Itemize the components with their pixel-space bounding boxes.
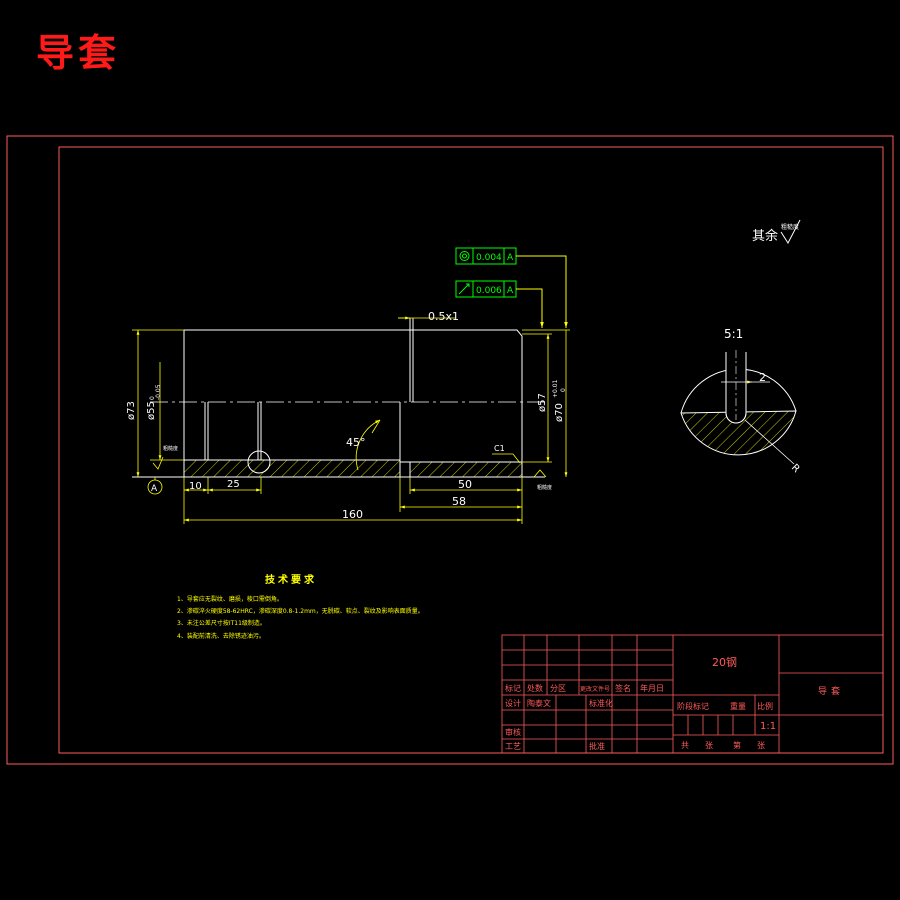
detail-marker-circle [247, 450, 271, 474]
tolerance-frame-2: 0.006 A [455, 280, 544, 328]
svg-text:签名: 签名 [615, 683, 631, 693]
part-name-label: 导套 [818, 685, 844, 697]
runout-arrow-icon [458, 283, 470, 295]
svg-text:标记: 标记 [505, 683, 521, 693]
svg-text:批准: 批准 [589, 741, 605, 751]
svg-text:ø55: ø55 [146, 401, 157, 420]
svg-text:处数: 处数 [527, 683, 543, 693]
outer-frame [6, 135, 894, 765]
svg-text:标准化: 标准化 [589, 698, 613, 708]
svg-text:-0.05: -0.05 [155, 384, 162, 400]
svg-text:1、导套应无裂纹、磨损，棱口需倒角。: 1、导套应无裂纹、磨损，棱口需倒角。 [177, 595, 283, 603]
svg-text:第: 第 [733, 740, 741, 750]
roughness-symbol-text: 粗糙度 [781, 223, 799, 231]
svg-text:58: 58 [452, 495, 466, 508]
svg-text:粗糙度: 粗糙度 [163, 445, 178, 452]
roughness-note: 其余 粗糙度 [752, 219, 801, 244]
svg-text:张: 张 [757, 741, 765, 750]
dimensions [132, 316, 570, 524]
svg-text:ø73: ø73 [126, 401, 137, 420]
svg-text:更改文件号: 更改文件号 [580, 685, 610, 693]
material-label: 20钢 [712, 656, 737, 669]
detail-radius: R [789, 462, 802, 475]
inner-frame [58, 146, 884, 754]
svg-text:25: 25 [227, 479, 240, 490]
part-section-view [132, 318, 545, 478]
svg-text:审核: 审核 [505, 727, 521, 737]
svg-text:阶段标记: 阶段标记 [677, 701, 709, 711]
svg-text:设计: 设计 [505, 698, 521, 708]
svg-text:工艺: 工艺 [505, 742, 521, 751]
tech-requirements: 技术要求 1、导套应无裂纹、磨损，棱口需倒角。 2、渗碳淬火硬度58-62HRC… [177, 573, 424, 640]
circularity-icon [459, 251, 470, 261]
tolerance-frame-1: 0.004 A [455, 247, 568, 328]
svg-text:50: 50 [458, 478, 472, 491]
svg-text:粗糙度: 粗糙度 [537, 484, 552, 491]
svg-text:重量: 重量 [730, 701, 746, 711]
scale-label: 1:1 [760, 721, 776, 732]
svg-text:陶泰文: 陶泰文 [527, 698, 551, 708]
svg-text:0: 0 [560, 388, 567, 392]
svg-text:0.006: 0.006 [476, 286, 502, 296]
detail-view: 5:1 2 R [680, 327, 802, 475]
detail-scale: 5:1 [724, 327, 743, 341]
dimension-texts: 0.5x1 45° C1 ø73 ø55 0 -0.05 ø57 ø70 +0.… [126, 310, 567, 521]
svg-text:ø70: ø70 [554, 403, 565, 422]
svg-text:ø57: ø57 [537, 393, 548, 412]
svg-text:C1: C1 [494, 444, 505, 453]
svg-text:+0.01: +0.01 [552, 379, 559, 398]
svg-text:3、未注公差尺寸按IT11级制造。: 3、未注公差尺寸按IT11级制造。 [177, 619, 266, 627]
svg-text:年月日: 年月日 [640, 683, 664, 693]
svg-text:张: 张 [705, 741, 713, 750]
title-block [501, 634, 884, 754]
page-title: 导套 [36, 30, 121, 75]
svg-text:2、渗碳淬火硬度58-62HRC，渗碳深度0.8-1.2mm: 2、渗碳淬火硬度58-62HRC，渗碳深度0.8-1.2mm，无脱碳、软点、裂纹… [177, 607, 424, 615]
svg-text:共: 共 [681, 741, 689, 750]
svg-text:4、装配前清洗、去除锈迹油污。: 4、装配前清洗、去除锈迹油污。 [177, 632, 265, 640]
svg-text:A: A [507, 253, 514, 263]
svg-text:0: 0 [149, 396, 156, 400]
svg-text:10: 10 [189, 481, 202, 492]
svg-text:A: A [151, 484, 158, 494]
title-block-text: 20钢 导套 1:1 标记 处数 分区 更改文件号 签名 年月日 设计 陶泰文 … [505, 656, 844, 751]
svg-text:160: 160 [342, 508, 363, 521]
roughness-check-icon [780, 219, 801, 244]
svg-text:0.004: 0.004 [476, 253, 502, 263]
roughness-label: 其余 [752, 228, 778, 244]
svg-text:比例: 比例 [757, 701, 773, 711]
svg-text:A: A [507, 286, 514, 296]
detail-width: 2 [759, 371, 766, 384]
svg-text:分区: 分区 [550, 684, 566, 693]
svg-text:45°: 45° [346, 436, 366, 449]
tech-req-title: 技术要求 [265, 573, 317, 586]
svg-text:0.5x1: 0.5x1 [428, 310, 459, 323]
